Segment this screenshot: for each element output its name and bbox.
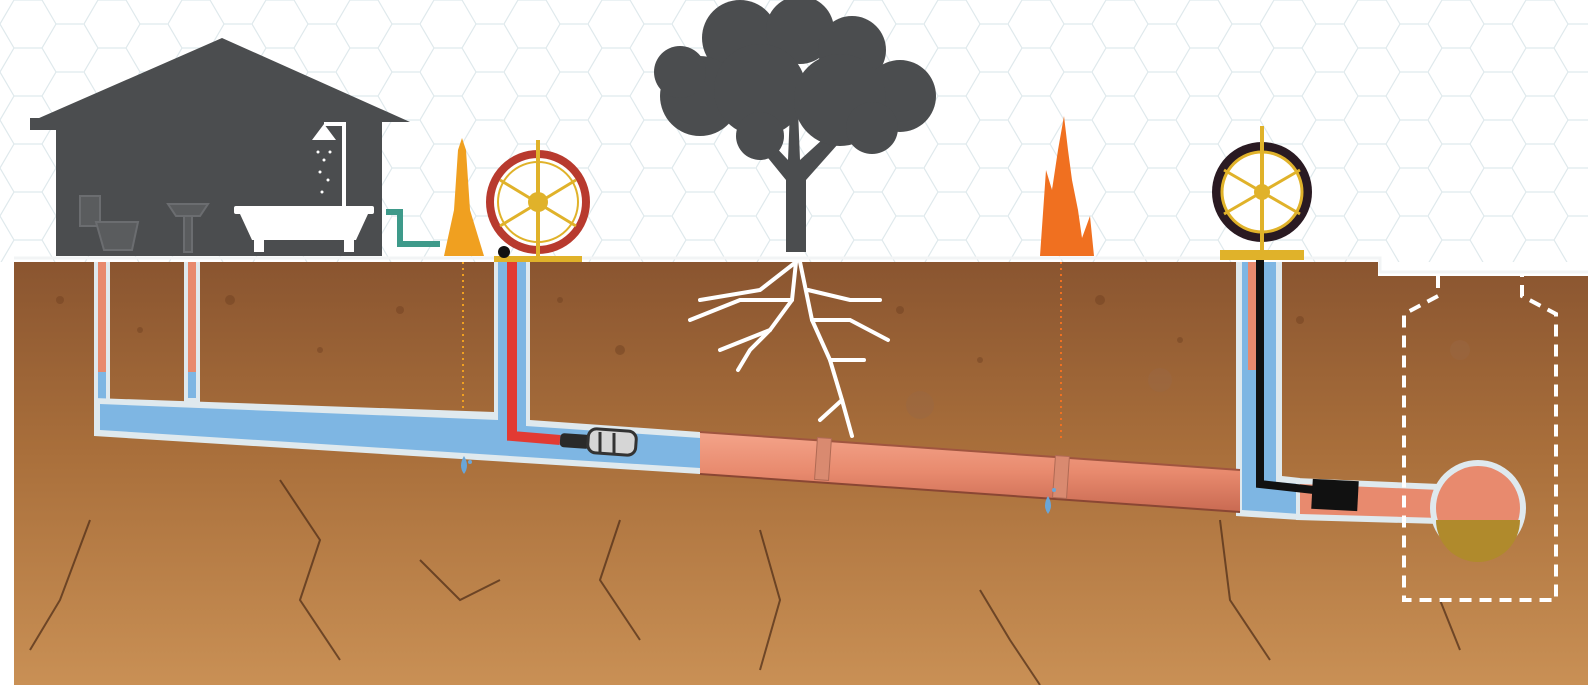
outdoor-faucet <box>386 209 440 247</box>
tree-roots <box>688 260 890 438</box>
signal-peak-icon <box>1040 116 1094 256</box>
camera-push-cable <box>507 256 561 445</box>
locator-push-cable <box>1256 256 1315 494</box>
camera-reel-icon <box>486 140 590 262</box>
sink-icon <box>166 203 210 253</box>
camera-head-icon <box>559 427 638 457</box>
locator-sonde <box>1311 478 1359 512</box>
leak-drop-icon <box>461 456 472 474</box>
leak-drop-icon <box>1045 488 1056 514</box>
pipe-liner <box>699 431 1241 513</box>
ground-surface-line <box>14 256 1588 274</box>
signal-peak-icon <box>444 138 484 256</box>
shower-icon <box>312 122 346 206</box>
manhole-icon <box>1402 276 1558 602</box>
tree-icon <box>654 0 936 252</box>
bathtub-icon <box>234 206 374 252</box>
house-icon <box>30 38 410 256</box>
locator-reel-icon <box>1212 126 1312 260</box>
toilet-icon <box>79 195 140 251</box>
